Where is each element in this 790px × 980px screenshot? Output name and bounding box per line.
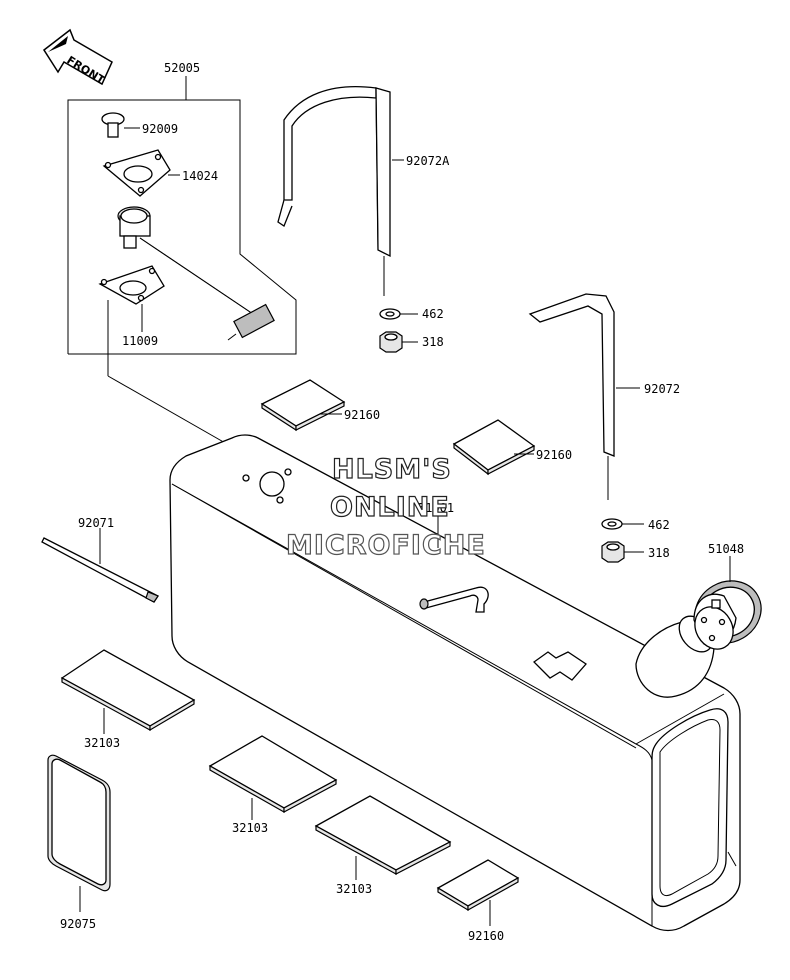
washer-icon: [379, 308, 401, 320]
part-label-32103: 32103: [336, 882, 372, 896]
pad-icon: [208, 735, 338, 814]
part-label-318: 318: [422, 335, 444, 349]
part-label-51001: 51001: [418, 501, 454, 515]
nut-icon: [601, 541, 625, 563]
part-label-32103: 32103: [84, 736, 120, 750]
part-label-32103: 32103: [232, 821, 268, 835]
fuel-sender-unit-icon: [117, 206, 275, 341]
pad-icon: [452, 419, 536, 476]
part-label-92160: 92160: [536, 448, 572, 462]
pad-icon: [436, 859, 520, 912]
part-label-318: 318: [648, 546, 670, 560]
fuel-gauge-kit-group: [67, 76, 297, 457]
part-label-92160: 92160: [468, 929, 504, 943]
watermark: HLSM'S ONLINE MICROFICHE: [285, 453, 486, 561]
pad-icon: [314, 795, 452, 876]
part-label-462: 462: [422, 307, 444, 321]
watermark-line1: HLSM'S: [332, 454, 452, 485]
part-label-14024: 14024: [182, 169, 218, 183]
band-icon: [41, 537, 159, 603]
front-arrow-icon: FRONT: [42, 28, 113, 87]
pad-icon: [260, 379, 346, 432]
pad-icon: [60, 649, 196, 732]
fuel-tank-icon: [169, 434, 741, 932]
part-label-92071: 92071: [78, 516, 114, 530]
washer-icon: [601, 518, 623, 530]
part-label-92160: 92160: [344, 408, 380, 422]
part-label-462: 462: [648, 518, 670, 532]
part-label-92009: 92009: [142, 122, 178, 136]
part-label-11009: 11009: [122, 334, 158, 348]
strap-icon: [528, 293, 615, 500]
part-label-52005: 52005: [164, 61, 200, 75]
fuel-cap-icon: [693, 580, 762, 650]
strap-icon: [277, 86, 391, 296]
part-label-92075: 92075: [60, 917, 96, 931]
watermark-line2: ONLINE: [330, 492, 450, 523]
gasket-plate-icon: [102, 149, 171, 197]
part-label-92072: 92072: [644, 382, 680, 396]
part-label-92072a: 92072A: [406, 154, 450, 168]
rubber-pad-icon: [47, 754, 111, 892]
screw-icon: [101, 112, 125, 138]
nut-icon: [379, 331, 403, 353]
mounting-plate-icon: [98, 265, 165, 305]
part-label-51048: 51048: [708, 542, 744, 556]
watermark-line3: MICROFICHE: [286, 530, 486, 561]
